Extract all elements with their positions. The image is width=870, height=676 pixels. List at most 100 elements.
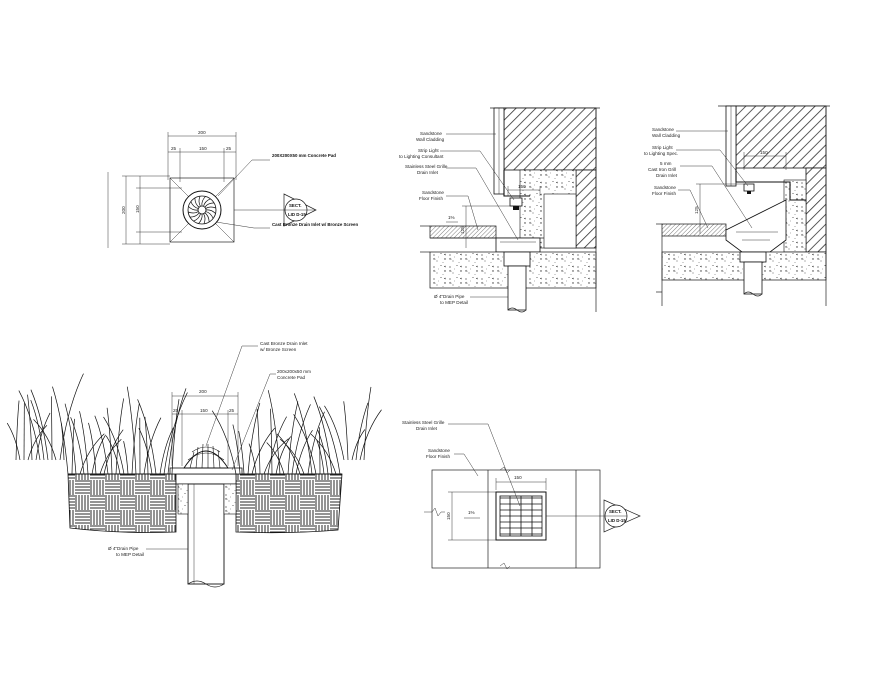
grass-blade [88, 422, 97, 475]
grass-blade [232, 424, 241, 475]
section-a-floor-2: Floor Finish [419, 196, 443, 201]
section-a-grille-2: Drain Inlet [417, 170, 439, 175]
grass-blade [319, 406, 341, 475]
plan-detail: 200 25 150 25 200 150 200X200X50 mm Conc… [107, 130, 358, 248]
grass-blade [307, 411, 325, 475]
grille-label-2: Drain Inlet [416, 426, 438, 431]
section-a-dim-d1: 150 [518, 184, 526, 189]
plan-pad-label: 200X200X50 mm Concrete Pad [272, 153, 336, 158]
grass-blade [291, 404, 311, 475]
grass-blade [126, 386, 137, 475]
section-a-grille-1: Stainless Steel Grille [405, 164, 448, 169]
plan-dim-side-center: 150 [135, 205, 140, 213]
grass-blade [99, 438, 122, 475]
grass-blade [91, 434, 106, 475]
grass-blade [94, 415, 109, 475]
grass-blade [59, 373, 84, 461]
grass-blade [115, 398, 124, 475]
grass-blade [159, 427, 174, 475]
section-b-dim-d2: 125 [694, 206, 699, 214]
section-b-castiron-3: Drain Inlet [656, 173, 678, 178]
grass-blade [18, 390, 41, 461]
grass-blade [27, 425, 48, 461]
grass-blade [33, 419, 57, 461]
grate-spoke [201, 196, 206, 207]
grate-spoke [204, 212, 210, 223]
grille-tag-ref: LID D-15 [608, 518, 626, 523]
grass-blade [351, 429, 366, 461]
grass-blade [287, 401, 299, 475]
grass-blade [103, 416, 125, 475]
section-b-castiron-1: 5 mm [660, 161, 672, 166]
grass-blade [123, 441, 129, 475]
section-b-cladding-1: Sandstone [652, 127, 674, 132]
section-a-light-2: to Lighting Consultant [399, 154, 444, 159]
section-b-light-1: Strip Light [652, 145, 673, 150]
grass-blade [79, 411, 89, 475]
grass-blade [27, 394, 33, 461]
grass-blade [35, 412, 51, 461]
plan-dim-center: 150 [199, 146, 207, 151]
grass-blade [316, 440, 325, 475]
section-a-light-1: Strip Light [418, 148, 439, 153]
landscape-inlet-2: w/ Bronze Screen [260, 347, 297, 352]
grass-blade [30, 389, 49, 461]
section-b-light-2: to Lighting Spec. [644, 151, 678, 156]
grate-spoke [194, 197, 200, 208]
grate-spoke [193, 213, 201, 222]
grille-dim-side: 150 [446, 512, 451, 520]
grass-blade [293, 393, 313, 475]
grass-blade [343, 401, 349, 461]
grass-blade [247, 402, 261, 475]
grass-blade [256, 408, 261, 475]
plan-tag-title: SECT. [289, 203, 301, 208]
grate-spoke [198, 196, 201, 207]
grass-blade [270, 408, 273, 475]
grass-blade [359, 409, 382, 461]
plan-tag-ref: LID D-15 [288, 212, 306, 217]
landscape-section: 200 25 150 25 Cast Bronze Drain Inlet w/… [6, 341, 382, 588]
section-a-floor-1: Sandstone [422, 190, 444, 195]
section-b: 125 150 Sandstone Wall Cladding Strip Li… [644, 105, 830, 306]
landscape-pad-1: 200x200x50 mm [277, 369, 311, 374]
plan-dim-side: 200 [121, 206, 126, 214]
section-b-floor-1: Sandstone [654, 185, 676, 190]
section-b-castiron-2: Cast Iron Grill [648, 167, 676, 172]
grate-spoke [198, 213, 203, 224]
grate-spoke [205, 209, 216, 214]
grass-blade [103, 429, 124, 475]
grille-floor-2: Floor Finish [426, 454, 450, 459]
grate-spoke [189, 212, 200, 218]
section-a-cladding-2: Wall Cladding [416, 137, 445, 142]
grass-blade [52, 386, 69, 475]
plan-inlet-label: Cast Bronze Drain Inlet w/ Bronze Screen [272, 222, 358, 227]
landscape-pipe-1: Ø 4"Drain Pipe [108, 546, 139, 551]
grass-blade [30, 399, 45, 461]
landscape-dim-left: 25 [173, 408, 179, 413]
grass-blade [6, 422, 21, 461]
landscape-dim-right: 25 [229, 408, 235, 413]
grass-blade [251, 427, 276, 475]
section-a-slope: 1% [448, 215, 455, 220]
grass-blade [138, 427, 153, 475]
landscape-dim-center: 150 [200, 408, 208, 413]
section-a: 125 150 1% Sandstone Wall Cladding Strip… [399, 107, 600, 313]
grass-blade [355, 402, 369, 461]
landscape-dim-overall: 200 [199, 389, 207, 394]
grate-spoke [188, 211, 199, 214]
grass-blade [70, 417, 85, 475]
grass-blade [171, 399, 180, 475]
grass-blade [279, 438, 305, 475]
grass-blade [211, 410, 237, 475]
grass-blade [317, 430, 329, 475]
grass-blade [105, 435, 121, 475]
grass-blade [363, 386, 372, 461]
section-b-dim-d1: 150 [760, 150, 768, 155]
grate-spoke [203, 213, 206, 224]
grate-spoke [188, 206, 199, 211]
grass-blade [293, 414, 317, 475]
section-a-pipe-2: to MEP Detail [440, 300, 468, 305]
grass-blade [319, 427, 321, 475]
grass-blade [263, 438, 289, 475]
